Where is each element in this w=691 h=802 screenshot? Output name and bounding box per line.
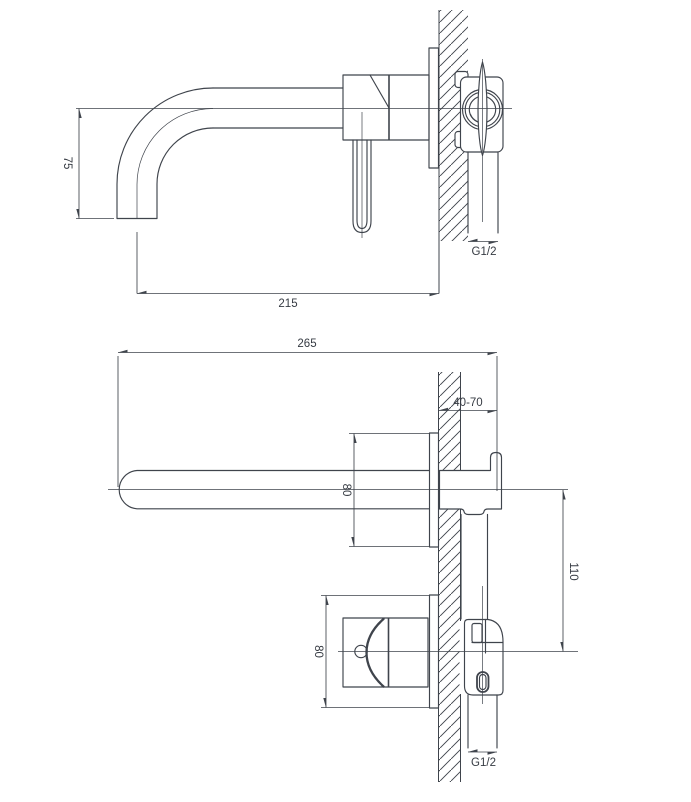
valve-bracket-plan: [471, 622, 483, 644]
dim-label-g12: G1/2: [472, 246, 497, 258]
handle-pivot-circle: [354, 644, 368, 659]
plan-view-dimensions: 265 40-70 80 110 80 G1/2: [117, 338, 579, 769]
ext-lines-265: [117, 356, 498, 491]
center-lines-plan: [108, 489, 578, 704]
concealed-bodies-plan: [438, 451, 504, 749]
spout-outer-curve: [116, 87, 214, 220]
spout-straight-lines: [212, 87, 344, 129]
spout-center-arc: [136, 108, 214, 218]
mixer-body: [342, 74, 430, 234]
wall-plate: [428, 47, 440, 169]
dim-label-80-valve: 80: [312, 645, 324, 658]
dim-label-110: 110: [567, 562, 579, 580]
handle-edge-line: [369, 74, 390, 109]
side-view-dimensions: 75 215 G1/2: [61, 109, 498, 310]
handle-body-plan: [342, 617, 429, 688]
ext-lines-80-spout: [349, 433, 430, 547]
dim-label-265: 265: [297, 338, 316, 350]
spout-outline-plan: [118, 469, 431, 510]
spout-outline: [116, 87, 344, 220]
side-elevation-view: 75 215 G1/2: [61, 10, 512, 310]
dim-label-40-70: 40-70: [453, 397, 482, 409]
handle-lever-arc: [365, 617, 385, 688]
dim-label-75: 75: [61, 157, 73, 170]
handle-lever-inner: [356, 139, 368, 230]
spout-inner-curve: [156, 127, 214, 220]
spout-plan: [118, 469, 431, 510]
center-lines: [76, 59, 512, 238]
connecting-pipe-plan: [460, 513, 489, 620]
handle-plan: [342, 617, 429, 688]
dim-label-80-spout: 80: [340, 484, 352, 497]
spout-base-body: [438, 451, 503, 516]
wall-hatch-plan: [438, 372, 461, 782]
wall-gap-mask: [459, 621, 466, 694]
inlet-pipe-plan: [467, 694, 498, 749]
plan-view: 265 40-70 80 110 80 G1/2: [108, 338, 579, 782]
mixer-body-outline: [342, 74, 430, 141]
dim-label-g12-plan: G1/2: [471, 757, 496, 769]
ext-lines-80-valve: [321, 595, 430, 708]
spout-wall-plate-plan: [428, 432, 440, 548]
dim-label-215: 215: [278, 298, 297, 310]
wall-section-plan: [438, 372, 461, 782]
handle-lever-outer: [352, 139, 372, 234]
inlet-pipe: [467, 151, 499, 234]
